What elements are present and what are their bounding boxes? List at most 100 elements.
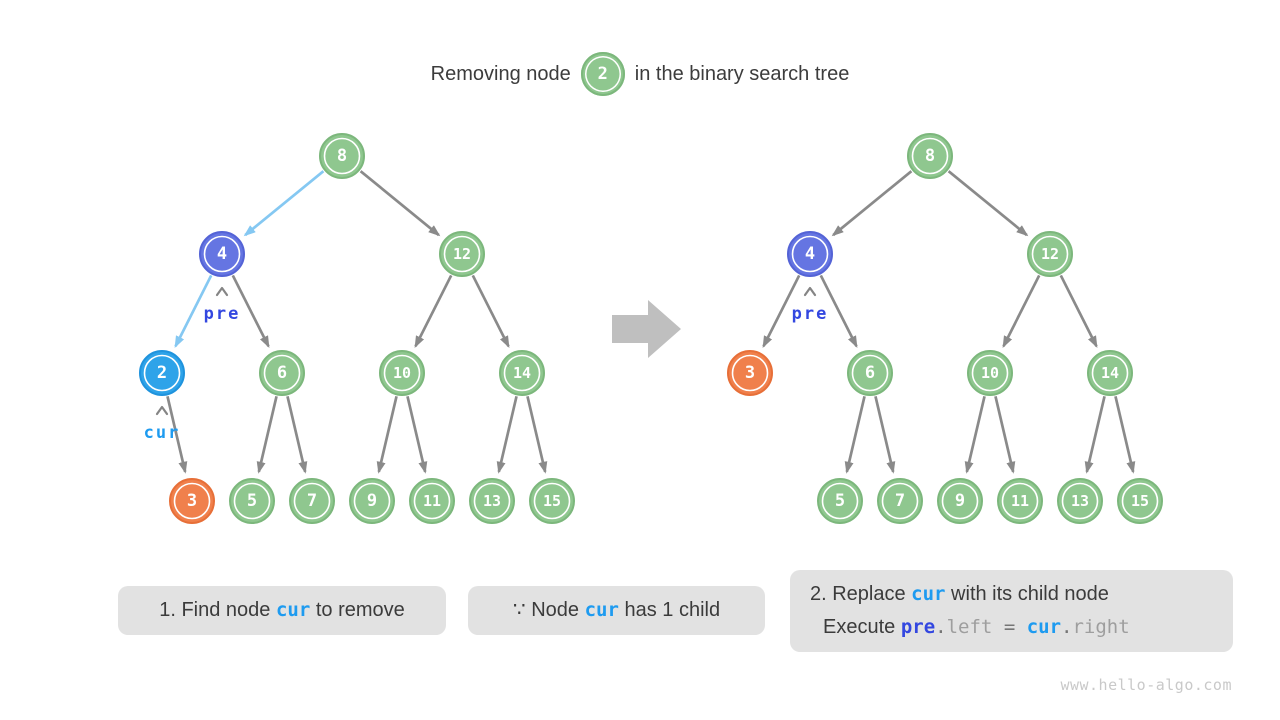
caption-segment: cur	[1026, 616, 1062, 638]
tree-node-15: 15	[529, 478, 575, 524]
tree-node-value: 7	[895, 491, 905, 511]
tree-node-12: 12	[1027, 231, 1073, 277]
tree-edge	[496, 396, 518, 474]
pointer-label-cur: cur	[144, 423, 181, 443]
tree-node-2: 2	[139, 350, 185, 396]
tree-edge	[526, 396, 548, 474]
caption-segment: cur	[911, 583, 946, 605]
tree-node-13: 13	[1057, 478, 1103, 524]
tree-edge	[819, 274, 858, 348]
title-node-value: 2	[597, 64, 608, 84]
caption-segment: 1. Find node	[159, 599, 276, 621]
tree-node-8: 8	[907, 133, 953, 179]
tree-node-value: 5	[835, 491, 845, 511]
title-node-circle: 2	[580, 52, 625, 96]
caption-reason: ∵ Node cur has 1 child	[468, 586, 765, 635]
tree-node-value: 4	[805, 244, 815, 264]
caption-segment: .	[935, 616, 947, 638]
tree-edge	[471, 274, 510, 348]
title-suffix: in the binary search tree	[634, 62, 850, 85]
caption-line: Execute pre.left = cur.right	[810, 611, 1233, 644]
tree-node-14: 14	[499, 350, 545, 396]
tree-edge	[1059, 274, 1098, 348]
tree-edge	[1084, 396, 1106, 474]
tree-edge	[994, 396, 1016, 474]
caption-segment: =	[992, 616, 1027, 638]
tree-node-value: 12	[1041, 245, 1059, 263]
tree-edge	[964, 396, 986, 474]
pointer-caret-icon	[155, 405, 169, 416]
tree-edge	[414, 274, 453, 348]
caption-segment: .	[1061, 616, 1073, 638]
tree-node-value: 9	[955, 491, 965, 511]
tree-node-value: 15	[1131, 492, 1149, 510]
tree-node-7: 7	[289, 478, 335, 524]
caption-segment: ∵ Node	[512, 599, 585, 621]
tree-node-value: 3	[745, 363, 755, 383]
figure-title: Removing node 2 in the binary search tre…	[0, 52, 1280, 96]
tree-edge	[166, 396, 188, 474]
pointer-caret-icon	[803, 286, 817, 297]
caption-segment: cur	[275, 599, 311, 621]
tree-edge	[947, 170, 1029, 237]
tree-edge	[256, 396, 278, 474]
tree-node-6: 6	[259, 350, 305, 396]
caption-segment: cur	[584, 599, 619, 621]
tree-node-value: 12	[453, 245, 471, 263]
tree-node-value: 3	[187, 491, 197, 511]
tree-edge	[762, 274, 801, 348]
tree-node-5: 5	[817, 478, 863, 524]
caption-line: 2. Replace cur with its child node	[810, 578, 1233, 611]
caption-line: 1. Find node cur to remove	[118, 594, 446, 627]
tree-node-10: 10	[379, 350, 425, 396]
watermark: www.hello-algo.com	[1060, 676, 1232, 694]
tree-node-12: 12	[439, 231, 485, 277]
caption-segment: Execute	[823, 616, 901, 638]
tree-edge	[831, 170, 913, 237]
pointer-label-pre: pre	[204, 304, 241, 324]
tree-node-13: 13	[469, 478, 515, 524]
tree-node-value: 13	[483, 492, 501, 510]
tree-node-15: 15	[1117, 478, 1163, 524]
tree-node-value: 13	[1071, 492, 1089, 510]
tree-node-value: 8	[337, 146, 347, 166]
tree-edge	[844, 396, 866, 474]
tree-node-value: 9	[367, 491, 377, 511]
tree-node-11: 11	[997, 478, 1043, 524]
tree-node-9: 9	[937, 478, 983, 524]
left-tree: 8 4 12 2 6 10 14 3 5 7 9 11 13 15 pre cur	[139, 133, 575, 524]
tree-node-6: 6	[847, 350, 893, 396]
tree-node-14: 14	[1087, 350, 1133, 396]
caption-segment: left	[946, 616, 993, 638]
tree-edge	[286, 396, 308, 474]
tree-node-value: 14	[513, 364, 531, 382]
tree-node-value: 11	[1011, 492, 1029, 510]
pointer-label-pre: pre	[792, 304, 829, 324]
title-prefix: Removing node	[430, 62, 571, 85]
tree-node-7: 7	[877, 478, 923, 524]
tree-edge	[874, 396, 896, 474]
tree-node-value: 2	[157, 363, 167, 383]
tree-node-value: 14	[1101, 364, 1119, 382]
tree-node-4: 4	[787, 231, 833, 277]
caption-step-1: 1. Find node cur to remove	[118, 586, 446, 635]
caption-segment: 2. Replace	[810, 583, 912, 605]
tree-node-value: 6	[277, 363, 287, 383]
tree-node-9: 9	[349, 478, 395, 524]
tree-node-4: 4	[199, 231, 245, 277]
tree-node-5: 5	[229, 478, 275, 524]
tree-node-value: 10	[393, 364, 411, 382]
tree-node-value: 15	[543, 492, 561, 510]
tree-edge	[1002, 274, 1041, 348]
tree-edge	[243, 170, 325, 237]
tree-edge	[406, 396, 428, 474]
tree-edge	[231, 274, 270, 348]
caption-segment: with its child node	[945, 583, 1109, 605]
tree-node-3: 3	[169, 478, 215, 524]
tree-node-value: 7	[307, 491, 317, 511]
tree-node-11: 11	[409, 478, 455, 524]
tree-edge	[174, 274, 213, 348]
caption-segment: has 1 child	[618, 599, 721, 621]
